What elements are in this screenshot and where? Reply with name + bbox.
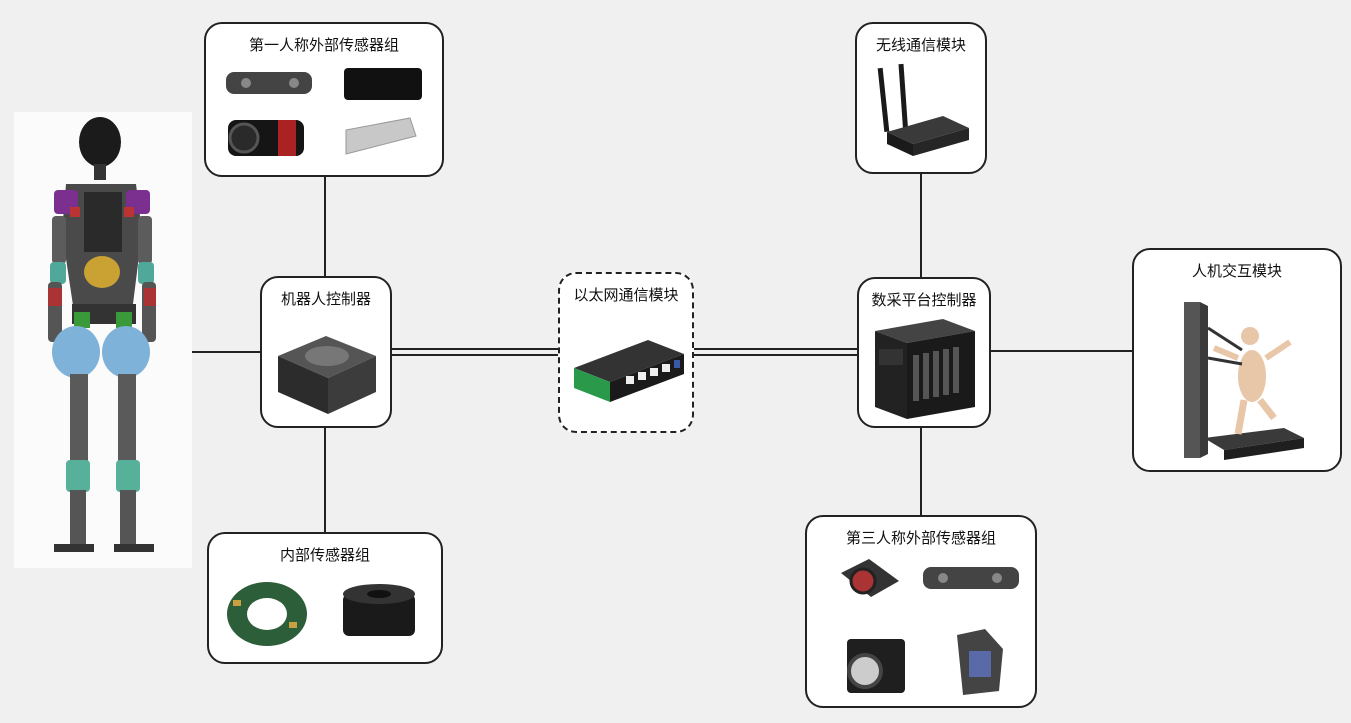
internal-sensor-group-title: 内部传感器组	[279, 546, 370, 564]
teleoperation-rig-image	[1184, 302, 1304, 460]
link-robot-controller	[192, 351, 260, 353]
ethernet-communication-module-title: 以太网通信模块	[573, 286, 679, 304]
data-platform-controller-title: 数采平台控制器	[871, 291, 977, 309]
link-ethernet-platform-a	[693, 348, 857, 350]
link-controller-internal	[324, 428, 326, 533]
human-machine-interaction-module-box[interactable]: 人机交互模块	[1132, 248, 1342, 472]
internal-sensors-image	[227, 582, 415, 646]
link-wireless-platform	[920, 174, 922, 278]
industrial-pc-image	[875, 319, 975, 419]
link-controller-ethernet-a	[391, 348, 559, 350]
humanoid-robot-image	[14, 112, 192, 568]
data-platform-controller-box[interactable]: 数采平台控制器	[857, 277, 991, 428]
link-ethernet-platform-b	[693, 354, 857, 356]
wireless-router-image	[877, 63, 969, 156]
link-platform-hci	[990, 350, 1132, 352]
link-controller-ethernet-b	[391, 354, 559, 356]
wireless-communication-module-box[interactable]: 无线通信模块	[855, 22, 987, 174]
first-person-sensor-group-box[interactable]: 第一人称外部传感器组	[204, 22, 444, 177]
human-machine-interaction-module-title: 人机交互模块	[1191, 262, 1282, 280]
first-person-sensor-group-title: 第一人称外部传感器组	[248, 36, 399, 54]
internal-sensor-group-box[interactable]: 内部传感器组	[207, 532, 443, 664]
wireless-communication-module-title: 无线通信模块	[875, 36, 966, 54]
link-first-person-controller	[324, 176, 326, 276]
third-person-sensor-group-title: 第三人称外部传感器组	[845, 529, 996, 547]
robot-controller-box[interactable]: 机器人控制器	[260, 276, 392, 428]
link-platform-third-person	[920, 428, 922, 516]
third-person-sensors-image	[841, 559, 1019, 695]
ethernet-switch-image	[574, 340, 684, 402]
ethernet-communication-module-box[interactable]: 以太网通信模块	[558, 272, 694, 433]
robot-controller-image	[278, 336, 376, 414]
third-person-sensor-group-box[interactable]: 第三人称外部传感器组	[805, 515, 1037, 708]
first-person-sensors-image	[226, 68, 422, 156]
robot-controller-title: 机器人控制器	[280, 290, 371, 308]
